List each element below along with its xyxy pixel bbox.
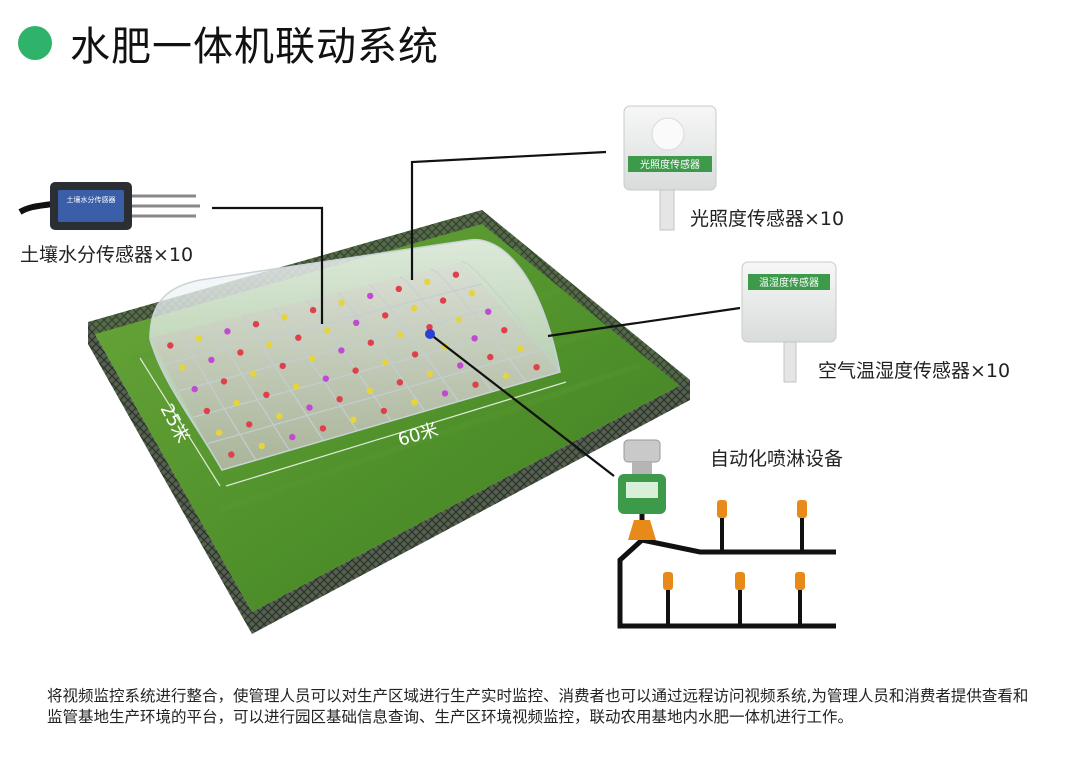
soil-sensor-label: 土壤水分传感器×10 [20,240,193,267]
sprinkler-nozzle [735,572,745,626]
plant-marker [179,364,185,370]
description-paragraph: 将视频监控系统进行整合，使管理人员可以对生产区域进行生产实时监控、消费者也可以通… [47,686,1037,728]
plant-marker [204,408,210,414]
plant-marker [453,272,459,278]
plant-marker [281,314,287,320]
plant-marker [485,309,491,315]
soil-sensor-device: 土壤水分传感器 [20,182,200,230]
air-sensor-label: 空气温湿度传感器×10 [818,356,1010,383]
plant-marker [396,286,402,292]
plant-marker [411,305,417,311]
light-sensor-panel-text: 光照度传感器 [640,158,700,171]
air-sensor-panel-text: 温湿度传感器 [759,276,819,289]
plant-marker [397,379,403,385]
plant-marker [472,382,478,388]
plant-marker [259,443,265,449]
plant-marker [196,335,202,341]
plant-marker [324,327,330,333]
plant-marker [310,307,316,313]
plant-marker [323,376,329,382]
plant-marker [233,400,239,406]
plant-marker [208,357,214,363]
plant-marker [216,430,222,436]
plant-marker [221,378,227,384]
plant-marker [338,347,344,353]
plant-marker [471,335,477,341]
sprinkler-target-marker [425,329,435,339]
plant-marker [295,335,301,341]
plant-marker [320,425,326,431]
plant-marker [228,451,234,457]
plant-marker [280,363,286,369]
plant-marker [503,373,509,379]
plant-marker [224,328,230,334]
plant-marker [424,279,430,285]
plant-marker [411,399,417,405]
plant-marker [457,362,463,368]
plant-marker [367,388,373,394]
plant-marker [250,370,256,376]
plant-marker [192,386,198,392]
plant-marker [246,421,252,427]
plant-marker [309,355,315,361]
plant-marker [352,367,358,373]
plant-marker [253,321,259,327]
plant-marker [440,297,446,303]
plant-marker [338,300,344,306]
plant-marker [487,354,493,360]
plant-marker [237,349,243,355]
plant-marker [350,417,356,423]
greenhouse-scene: 25米 60米 土壤水分传感器 光照度传感器 [0,0,1080,680]
plant-marker [427,371,433,377]
plant-marker [266,342,272,348]
sprinkler-nozzle [717,500,727,552]
plant-marker [293,384,299,390]
plant-marker [368,340,374,346]
soil-sensor-screen-text: 土壤水分传感器 [67,195,116,204]
plant-marker [517,346,523,352]
plant-marker [533,364,539,370]
plant-marker [276,413,282,419]
plant-marker [442,390,448,396]
plant-marker [263,392,269,398]
light-sensor-label: 光照度传感器×10 [690,204,844,231]
sprinkler-nozzle [797,500,807,552]
sprinkler-label: 自动化喷淋设备 [710,444,843,471]
plant-marker [367,293,373,299]
plant-marker [382,359,388,365]
plant-marker [501,327,507,333]
sprinkler-nozzle [795,572,805,626]
plant-marker [306,404,312,410]
plant-marker [167,342,173,348]
sprinkler-nozzle [663,572,673,626]
plant-marker [382,312,388,318]
plant-marker [397,332,403,338]
plant-marker [412,351,418,357]
plant-marker [381,408,387,414]
plant-marker [289,434,295,440]
plant-marker [336,396,342,402]
plant-marker [456,316,462,322]
plant-marker [469,290,475,296]
plant-marker [353,320,359,326]
